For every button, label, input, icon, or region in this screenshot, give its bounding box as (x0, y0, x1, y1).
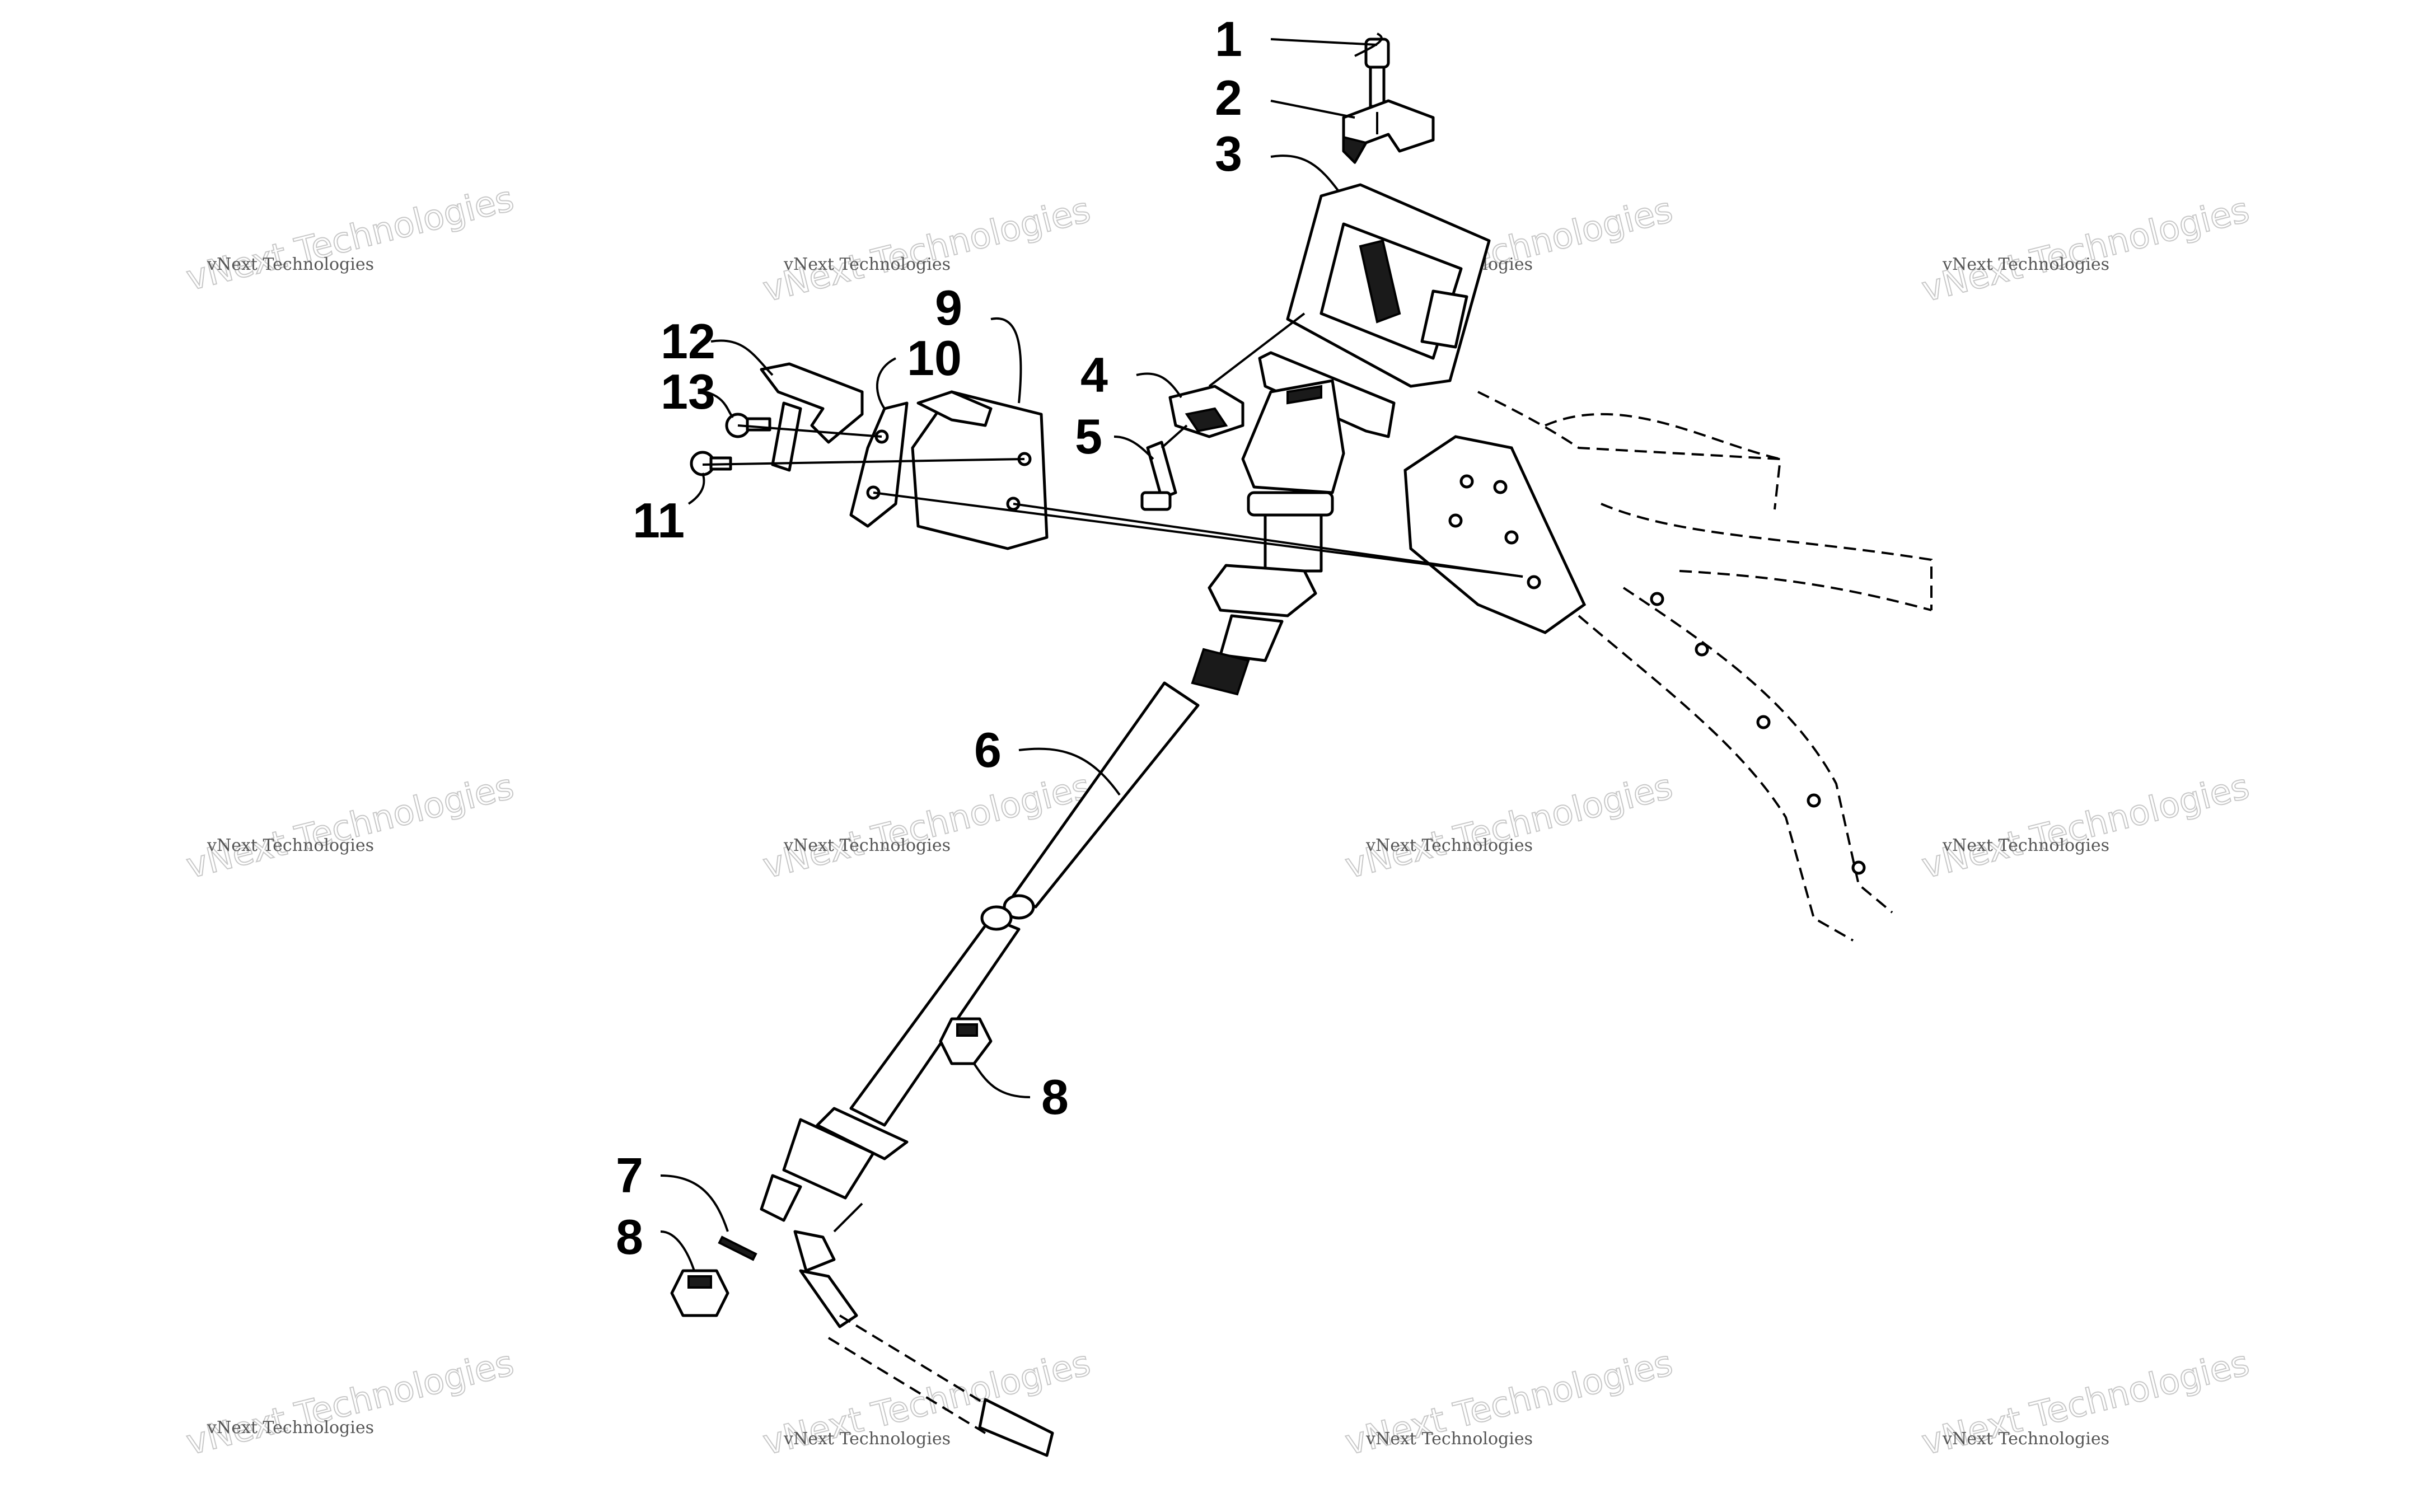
callout-12: 12 (661, 313, 715, 369)
watermark-text: vNext Technologies (207, 836, 374, 855)
callout-2: 2 (1215, 70, 1242, 125)
frame-tube-upper-edge (1545, 413, 1781, 460)
watermark-stamp-text: vNext Technologies (1918, 189, 2253, 310)
watermark-text: vNext Technologies (1942, 1429, 2109, 1449)
part-5-bolt (1140, 441, 1177, 511)
callout-7: 7 (616, 1148, 643, 1203)
watermark-stamp-text: vNext Technologies (183, 178, 518, 299)
watermark-text: vNext Technologies (1942, 255, 2109, 274)
callout-11: 11 (633, 493, 685, 548)
part-12-throttle-lever (760, 362, 864, 472)
watermark: vNext Technologies (182, 765, 518, 887)
callout-9: 9 (935, 280, 962, 335)
watermark: vNext Technologies (759, 189, 1095, 311)
watermark: vNext Technologies (1917, 189, 2254, 311)
watermark-text: vNext Technologies (783, 1429, 951, 1449)
frame-tube-upper (1477, 391, 1782, 510)
frame-bolt-holes (1448, 474, 1866, 875)
lower-tie-rod (793, 1230, 1054, 1457)
callout-4: 4 (1080, 347, 1108, 402)
part-2-clamp-cap (1342, 99, 1435, 165)
callout-10: 10 (907, 330, 962, 386)
watermark-text: vNext Technologies (783, 255, 951, 274)
part-9-cover (911, 390, 1049, 550)
chassis-frame (1403, 391, 1933, 942)
part-8-nut-upper (939, 1017, 993, 1065)
watermark-text: vNext Technologies (1365, 1429, 1533, 1449)
watermark-layer: vNext Technologies vNext Technologies vN… (182, 177, 2254, 1464)
watermark-stamp-text: vNext Technologies (1918, 766, 2253, 887)
watermark-stamp-text: vNext Technologies (759, 189, 1094, 310)
watermark-text: vNext Technologies (207, 1418, 374, 1438)
part-10-bracket (849, 401, 909, 528)
callout-1: 1 (1215, 11, 1242, 67)
watermark-stamp-text: vNext Technologies (183, 766, 518, 887)
frame-tube-right (1601, 503, 1933, 610)
watermark: vNext Technologies (182, 177, 518, 299)
frame-rail-down-edge (1578, 615, 1854, 942)
steering-post-upper (1191, 351, 1396, 696)
part-3-handlebar-pad (1286, 183, 1491, 388)
frame-bracket (1403, 435, 1587, 634)
callout-8-lower: 8 (616, 1209, 643, 1265)
watermark: vNext Technologies (1917, 765, 2254, 887)
watermark-text: vNext Technologies (1365, 836, 1533, 855)
part-7-washer (718, 1235, 757, 1261)
part-4-clamp-lower (1168, 385, 1244, 438)
callout-6: 6 (974, 722, 1002, 778)
callout-5: 5 (1075, 409, 1102, 464)
callout-8-upper: 8 (1041, 1069, 1069, 1125)
watermark-stamp-text: vNext Technologies (1341, 766, 1677, 887)
watermark-text: vNext Technologies (783, 836, 951, 855)
callout-labels: 1 2 3 4 5 6 7 8 8 9 10 11 12 13 (616, 11, 1242, 1265)
watermark: vNext Technologies (182, 1342, 518, 1464)
watermark-text: vNext Technologies (207, 255, 374, 274)
leader-lines (660, 32, 1523, 1271)
watermark-stamp-text: vNext Technologies (183, 1342, 518, 1463)
part-8-nut-lower (670, 1269, 729, 1317)
callout-13: 13 (661, 364, 715, 419)
frame-tube-right-edge (1679, 570, 1932, 611)
watermark-text: vNext Technologies (1942, 836, 2109, 855)
callout-3: 3 (1215, 126, 1242, 181)
watermark: vNext Technologies (1341, 765, 1677, 887)
frame-rail-down (1622, 587, 1893, 914)
